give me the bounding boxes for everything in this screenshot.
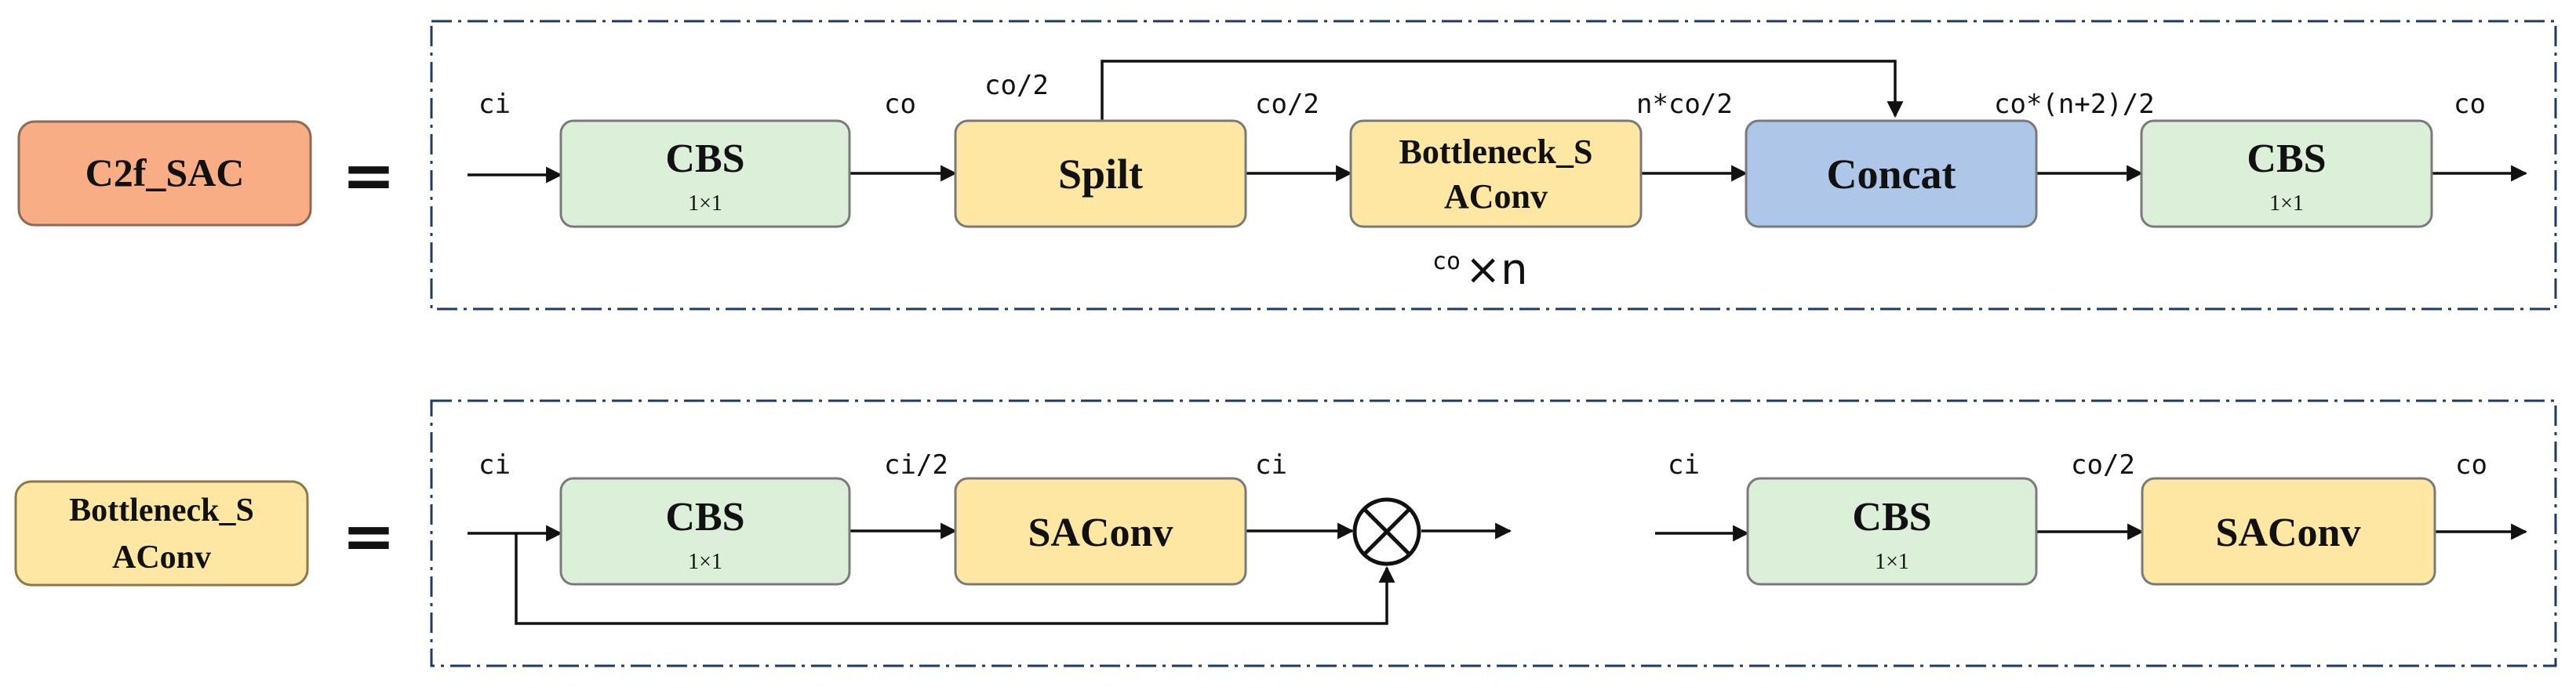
channel-label-split-up: co/2 bbox=[984, 70, 1049, 101]
cbs-sub-bottom-right: 1×1 bbox=[1875, 550, 1909, 574]
saconv-title-bottom-right: SAConv bbox=[2216, 511, 2361, 555]
cbs-sub-bottom-left: 1×1 bbox=[688, 550, 722, 574]
channel-label-ci-bottom-right: ci bbox=[1668, 449, 1700, 481]
concat-title: Concat bbox=[1827, 151, 1956, 198]
cbs-box-bottom-left bbox=[559, 477, 851, 586]
repeat-times-n: ×n bbox=[1465, 245, 1527, 294]
bottleneck-title-line1: Bottleneck_S bbox=[1399, 133, 1593, 171]
channel-label-co-bottom-right: co bbox=[2455, 449, 2487, 481]
bottleneck-label-box bbox=[14, 480, 309, 587]
channel-label-ci-out: ci bbox=[1255, 449, 1287, 481]
channel-label-ci-top: ci bbox=[478, 89, 511, 120]
cbs-title-bottom-right: CBS bbox=[1852, 495, 1931, 540]
split-title: Spilt bbox=[1058, 151, 1143, 198]
channel-label-ci-bottom-left: ci bbox=[478, 449, 511, 481]
channel-label-ci-half: ci/2 bbox=[884, 449, 948, 481]
equals-sign-top: = bbox=[342, 139, 396, 213]
c2f-module-frame bbox=[430, 20, 2557, 311]
repeat-superscript: co bbox=[1432, 248, 1461, 275]
saconv-title-bottom-left: SAConv bbox=[1028, 511, 1173, 555]
cbs-sub-top-1: 1×1 bbox=[688, 191, 722, 216]
channel-label-after-bottleneck: n*co/2 bbox=[1636, 89, 1733, 120]
bottleneck-label-line1: Bottleneck_S bbox=[69, 493, 254, 529]
multiply-circle-icon bbox=[1352, 497, 1421, 566]
channel-label-co-out: co bbox=[2454, 89, 2486, 120]
cbs-box-top-1 bbox=[559, 119, 851, 228]
cbs-box-top-2 bbox=[2140, 119, 2433, 228]
bottleneck-module-frame bbox=[430, 399, 2557, 667]
residual-connection bbox=[515, 533, 1395, 625]
c2f-sac-label-box bbox=[17, 120, 312, 227]
bottleneck-title-line2: AConv bbox=[1444, 177, 1548, 216]
concat-box bbox=[1745, 119, 2038, 228]
cbs-sub-top-2: 1×1 bbox=[2269, 191, 2304, 216]
cbs-box-bottom-right bbox=[1746, 477, 2038, 586]
cbs-title-top-1: CBS bbox=[665, 136, 744, 181]
bottleneck-box-top bbox=[1349, 119, 1643, 228]
cbs-title-bottom-left: CBS bbox=[665, 495, 744, 540]
skip-connection-split-to-concat bbox=[1101, 60, 1904, 122]
split-box bbox=[954, 119, 1247, 228]
saconv-box-bottom-right bbox=[2141, 477, 2436, 586]
channel-label-after-concat: co*(n+2)/2 bbox=[1994, 89, 2155, 120]
bottleneck-label-line2: AConv bbox=[112, 540, 211, 576]
cbs-title-top-2: CBS bbox=[2247, 136, 2326, 181]
channel-label-after-split: co/2 bbox=[1255, 89, 1319, 120]
channel-label-co-half-bottom-right: co/2 bbox=[2071, 449, 2135, 481]
saconv-box-bottom-left bbox=[954, 477, 1247, 586]
channel-label-co-top: co bbox=[884, 89, 916, 120]
equals-sign-bottom: = bbox=[342, 500, 396, 574]
c2f-sac-label: C2f_SAC bbox=[86, 151, 245, 194]
